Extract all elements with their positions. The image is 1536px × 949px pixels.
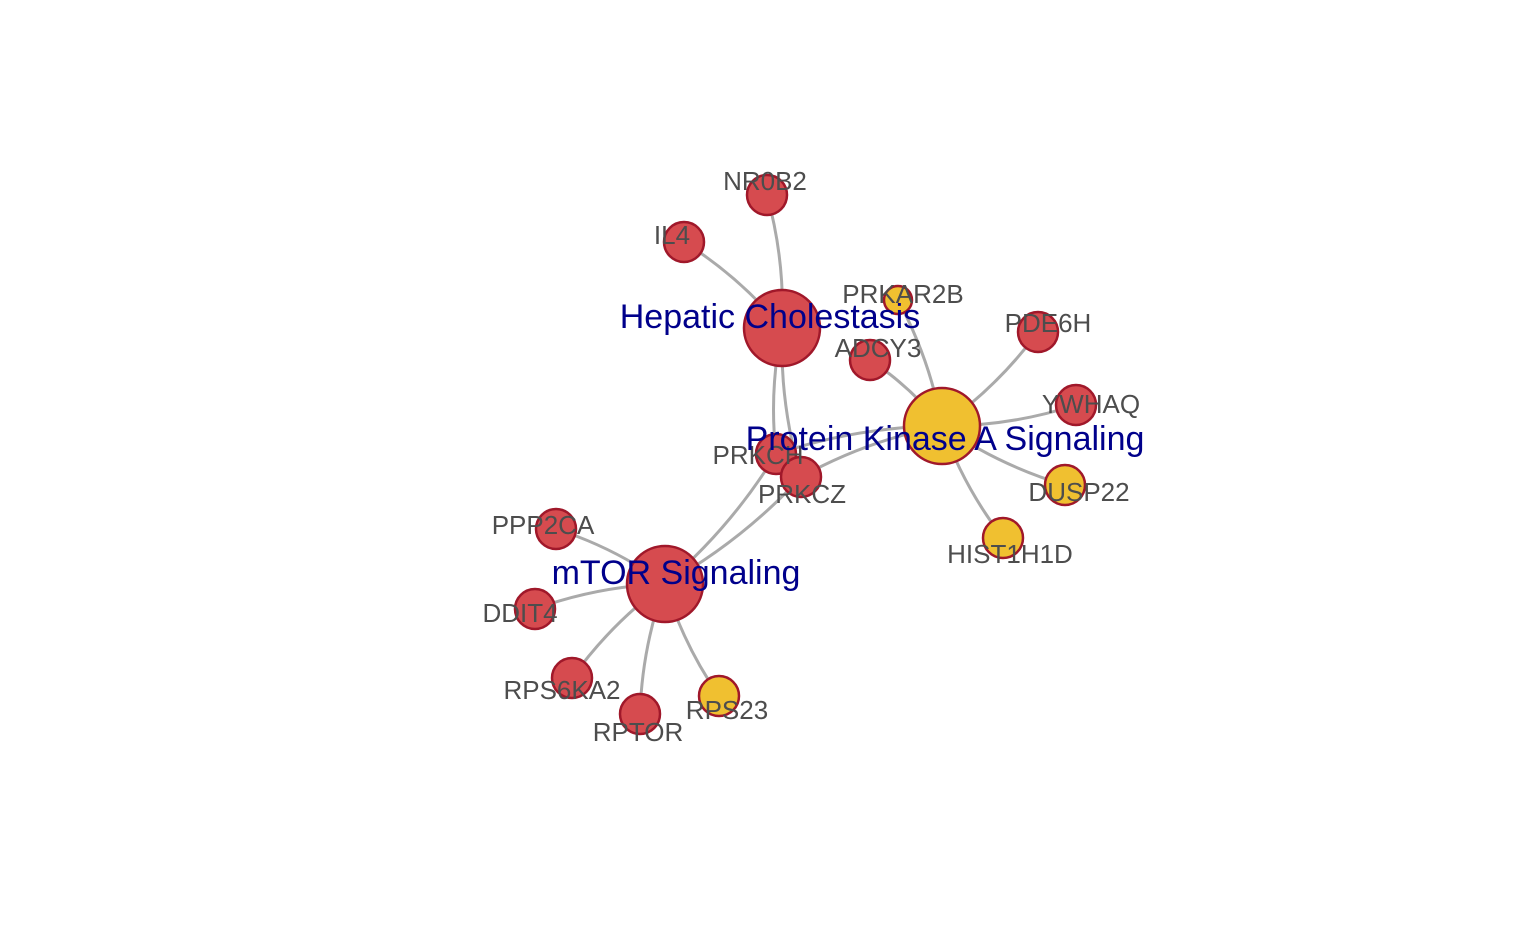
gene-node-ddit4[interactable] [513,587,557,631]
gene-label-prkcz: PRKCZ [758,479,846,509]
pathway-node-hc[interactable] [742,288,822,368]
pathway-label-pka: Protein Kinase A Signaling [746,420,1145,458]
gene-node-ywhaq[interactable] [1054,383,1098,427]
gene-label-hist1h1d: HIST1H1D [947,539,1073,569]
gene-label-il4: IL4 [654,220,690,250]
gene-node-rptor[interactable] [618,692,662,736]
gene-label-rptor: RPTOR [593,717,684,747]
node-layer [513,173,1098,736]
gene-node-rps23[interactable] [697,674,741,718]
pathway-node-mtor[interactable] [625,544,705,624]
gene-label-ddit4: DDIT4 [482,598,557,628]
gene-label-rps6ka2: RPS6KA2 [503,675,620,705]
gene-node-pde6h[interactable] [1016,310,1060,354]
gene-node-prkcz[interactable] [779,455,823,499]
gene-node-ppp2ca[interactable] [534,507,578,551]
gene-node-dusp22[interactable] [1043,463,1087,507]
gene-node-prkar2b[interactable] [882,284,914,316]
pathway-node-pka[interactable] [902,386,982,466]
gene-label-nr0b2: NR0B2 [723,166,807,196]
gene-node-il4[interactable] [662,220,706,264]
gene-label-adcy3: ADCY3 [835,333,922,363]
gene-label-prkar2b: PRKAR2B [842,279,963,309]
gene-node-adcy3[interactable] [848,338,892,382]
gene-label-ywhaq: YWHAQ [1042,389,1140,419]
gene-label-dusp22: DUSP22 [1028,477,1129,507]
gene-node-nr0b2[interactable] [745,173,789,217]
gene-node-hist1h1d[interactable] [981,516,1025,560]
pathway-label-mtor: mTOR Signaling [552,554,801,592]
gene-label-rps23: RPS23 [686,695,768,725]
pathway-label-hc: Hepatic Cholestasis [620,298,920,336]
gene-node-rps6ka2[interactable] [550,656,594,700]
gene-label-ppp2ca: PPP2CA [492,510,595,540]
gene-label-pde6h: PDE6H [1005,308,1092,338]
gene-label-prkch: PRKCH [712,440,803,470]
